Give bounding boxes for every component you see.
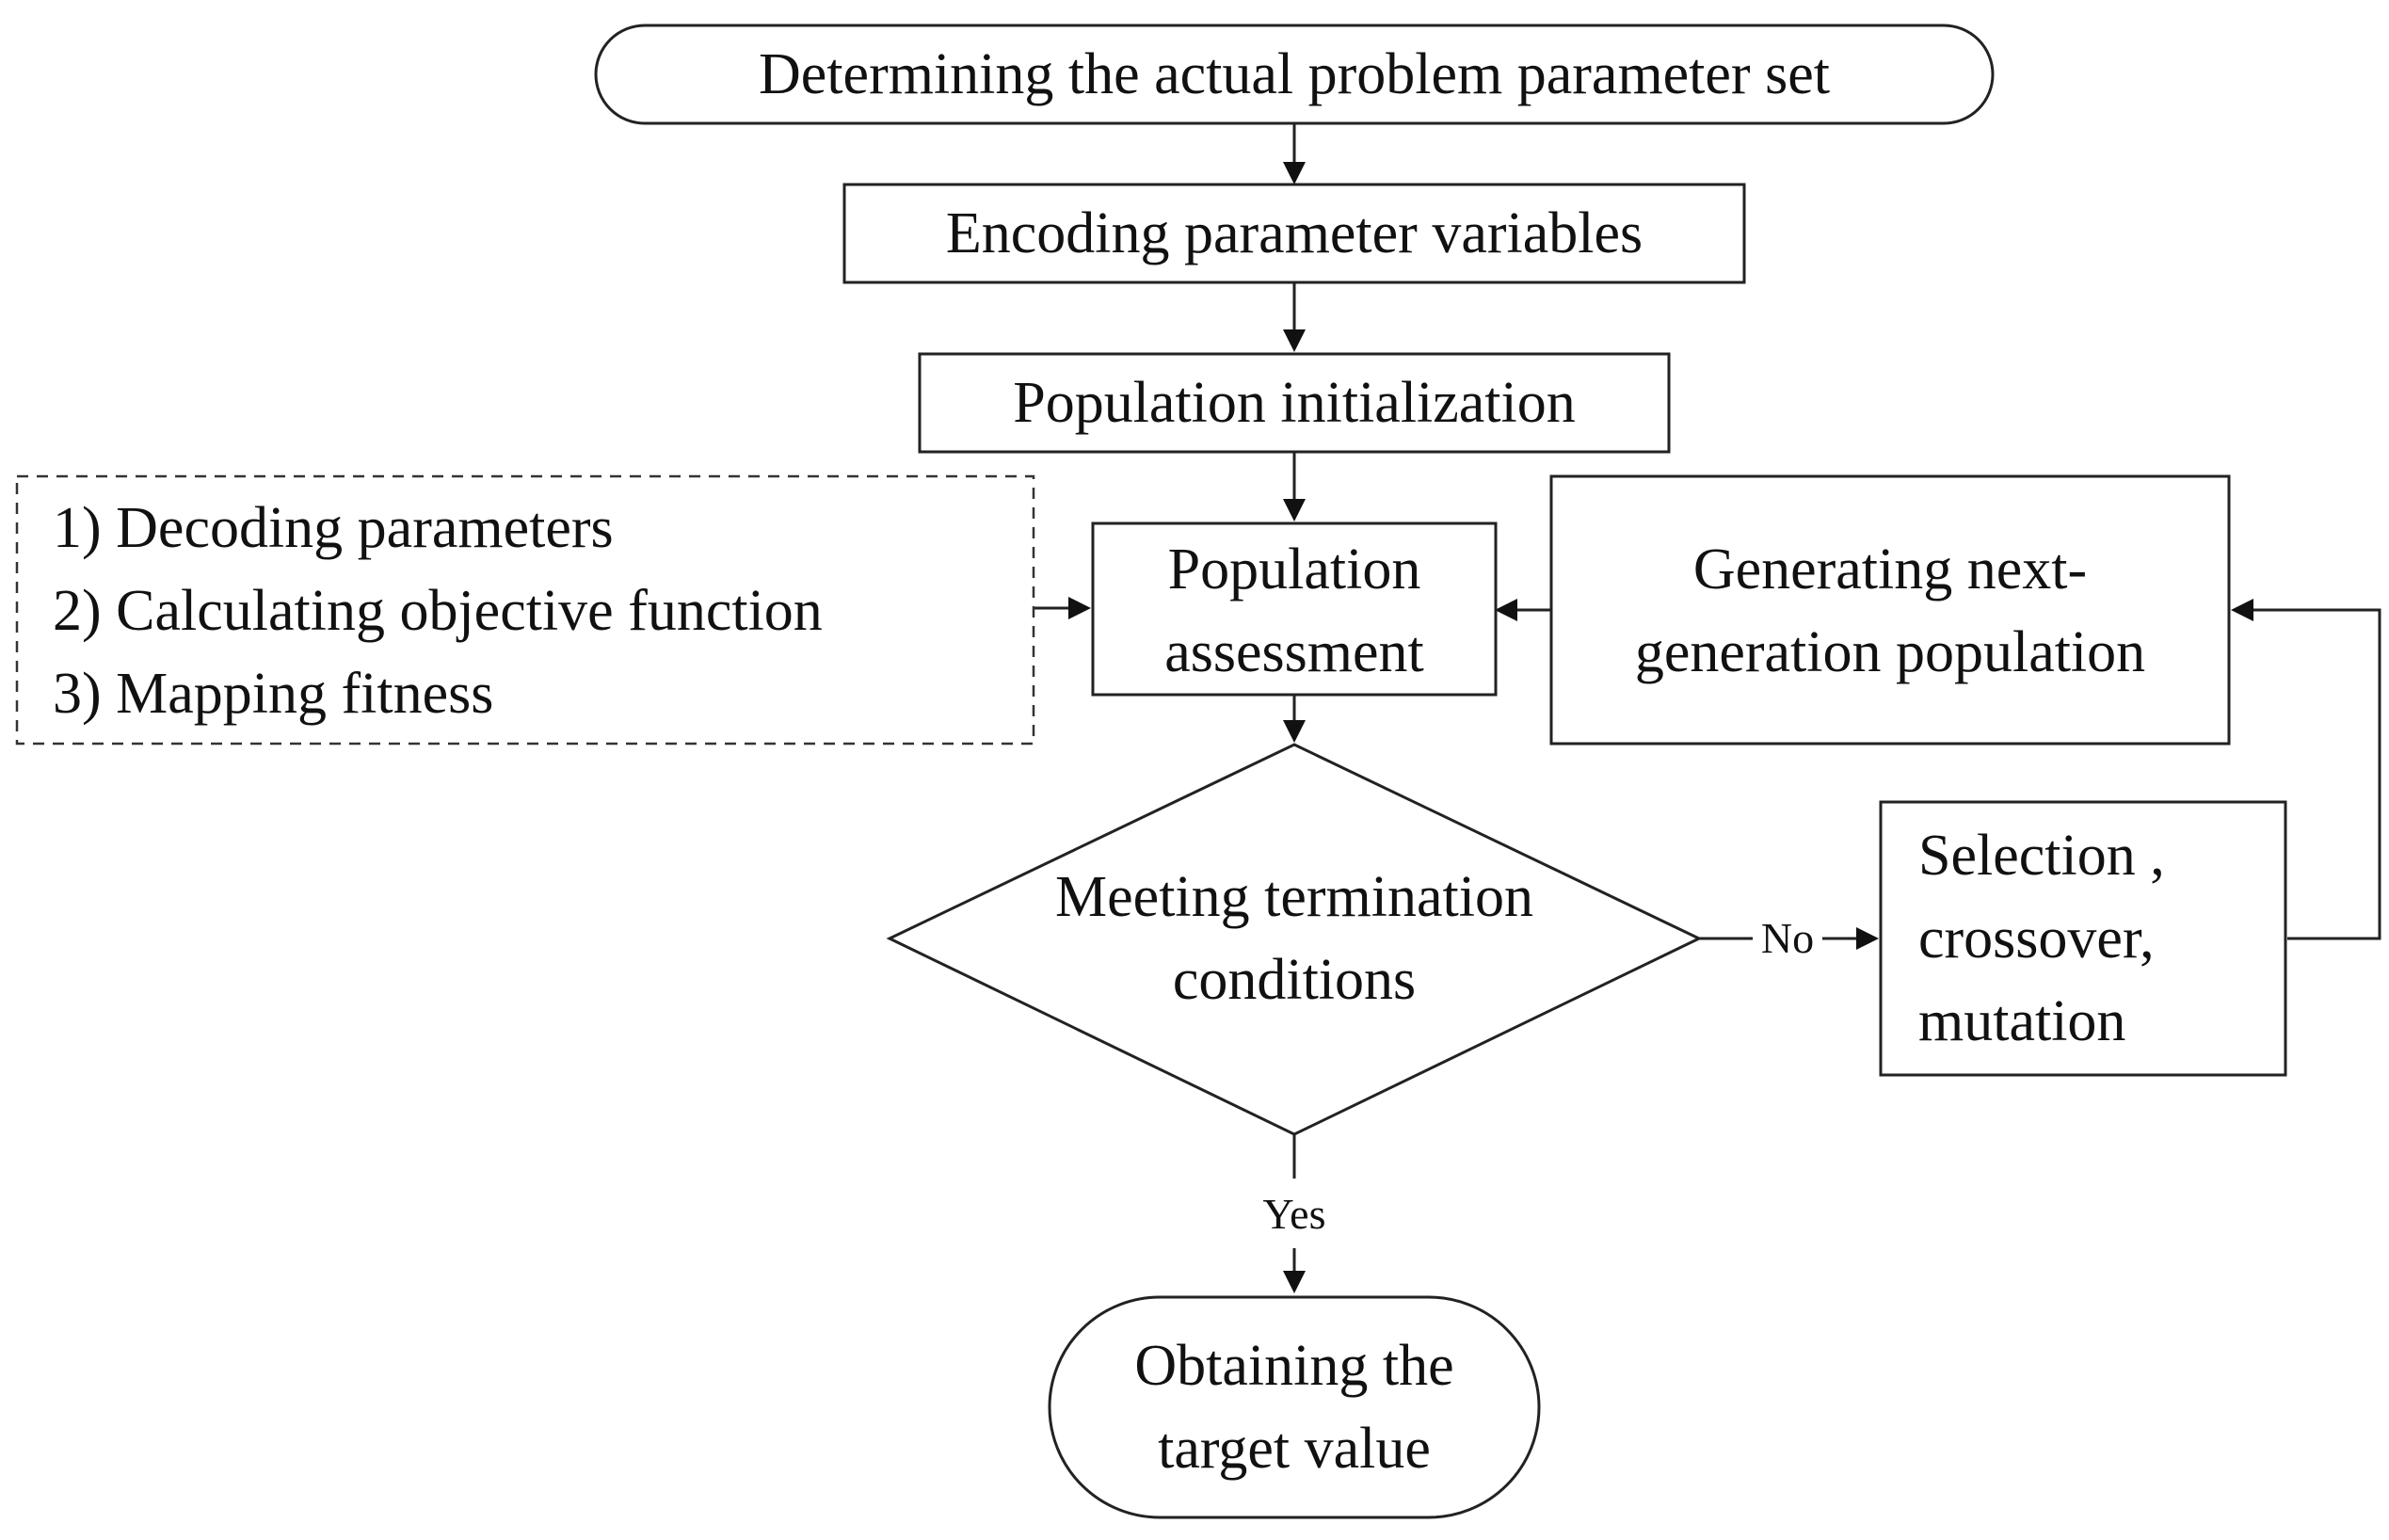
start-terminator: Determining the actual problem parameter… xyxy=(594,24,1995,125)
arrowhead-init xyxy=(1283,329,1306,352)
end-line-1: Obtaining the xyxy=(1134,1334,1453,1398)
assess-line-1: Population xyxy=(1168,537,1421,602)
arrowhead-encode xyxy=(1283,162,1306,184)
decision-line-1: Meeting termination xyxy=(1055,865,1533,929)
init-process: Population initialization xyxy=(918,352,1671,454)
start-label: Determining the actual problem parameter… xyxy=(759,42,1830,106)
arrowhead-operators xyxy=(1856,927,1879,950)
operators-process: Selection , crossover, mutation xyxy=(1879,800,2287,1077)
operators-line-1: Selection , xyxy=(1918,824,2165,888)
connectors xyxy=(1034,123,2381,1293)
operators-line-3: mutation xyxy=(1918,989,2125,1053)
edge-operators-loop xyxy=(2253,608,2381,940)
arrowhead-end xyxy=(1283,1271,1306,1293)
init-box xyxy=(918,352,1671,454)
next-gen-box xyxy=(1549,474,2231,746)
arrowhead-notes xyxy=(1068,597,1091,619)
assess-box xyxy=(1091,521,1498,697)
notes-box xyxy=(15,474,1035,746)
arrowhead-assess xyxy=(1283,499,1306,521)
notes-line-3: 3) Mapping fitness xyxy=(53,662,493,726)
end-line-2: target value xyxy=(1158,1417,1431,1481)
encode-label: Encoding parameter variables xyxy=(946,201,1643,265)
decision-diamond xyxy=(886,743,1703,1136)
arrowhead-loop xyxy=(2231,599,2253,621)
assess-line-2: assessment xyxy=(1164,620,1424,684)
end-terminator: Obtaining the target value xyxy=(1048,1295,1541,1519)
arrowhead-nextgen xyxy=(1495,599,1517,621)
notes-line-1: 1) Decoding parameters xyxy=(53,496,614,560)
decision-line-2: conditions xyxy=(1173,948,1416,1012)
arrowhead-decision xyxy=(1283,720,1306,743)
no-label: No xyxy=(1761,914,1814,962)
notes-line-2: 2) Calculating objective function xyxy=(53,579,823,643)
encode-box xyxy=(842,183,1746,284)
end-shape xyxy=(1048,1295,1541,1519)
yes-label: Yes xyxy=(1263,1190,1326,1238)
start-shape xyxy=(594,24,1995,125)
operators-line-2: crossover, xyxy=(1918,906,2155,971)
decision-node: Meeting termination conditions xyxy=(886,743,1703,1136)
assess-process: Population assessment xyxy=(1091,521,1498,697)
assessment-notes: 1) Decoding parameters 2) Calculating ob… xyxy=(15,474,1035,746)
init-label: Population initialization xyxy=(1013,371,1576,435)
next-gen-line-1: Generating next- xyxy=(1693,537,2087,602)
next-gen-line-2: generation population xyxy=(1635,620,2145,684)
operators-box xyxy=(1879,800,2287,1077)
encode-process: Encoding parameter variables xyxy=(842,183,1746,284)
next-gen-process: Generating next- generation population xyxy=(1549,474,2231,746)
